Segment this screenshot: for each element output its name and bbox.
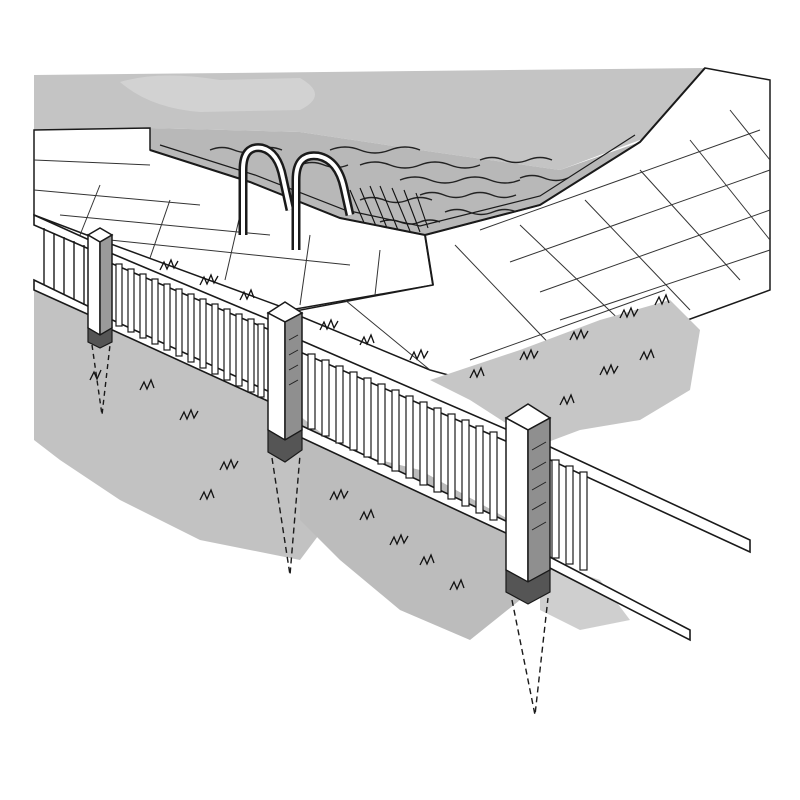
post-side [284,311,303,442]
fence-rail-top-3 [545,443,751,554]
sky-wash-patch [120,75,315,112]
post-side [99,233,113,337]
post-stake [511,597,549,716]
fence-post-3 [504,403,552,716]
fence-pickets-left [43,228,85,305]
post-hatching [288,334,547,531]
water-ripples [209,146,569,225]
pool-ladder [238,143,355,250]
fence-post-1 [86,227,114,416]
shrubs-right [430,300,700,445]
post-stake [91,344,111,416]
post-base [267,428,303,463]
post-base [505,568,551,605]
ladder-rail-right-highlight [294,153,352,250]
ground-center [300,440,520,640]
fence-pickets-2 [307,353,498,521]
water-hatching [349,185,429,233]
post-base [87,326,113,349]
post-front [87,233,101,337]
fence-pickets-3 [551,459,588,571]
pool-fence [33,213,751,716]
ladder-rail-left-highlight [241,145,292,235]
fence-post-2 [266,301,304,576]
pool-coping [149,67,706,286]
deck-tiles [33,109,771,371]
fence-pickets-1 [115,263,265,398]
post-front [267,311,286,442]
post-front [505,416,529,584]
post-side [527,416,551,584]
background-wash [34,68,705,170]
ground-far-right [540,560,630,630]
grass-tufts [89,258,670,591]
